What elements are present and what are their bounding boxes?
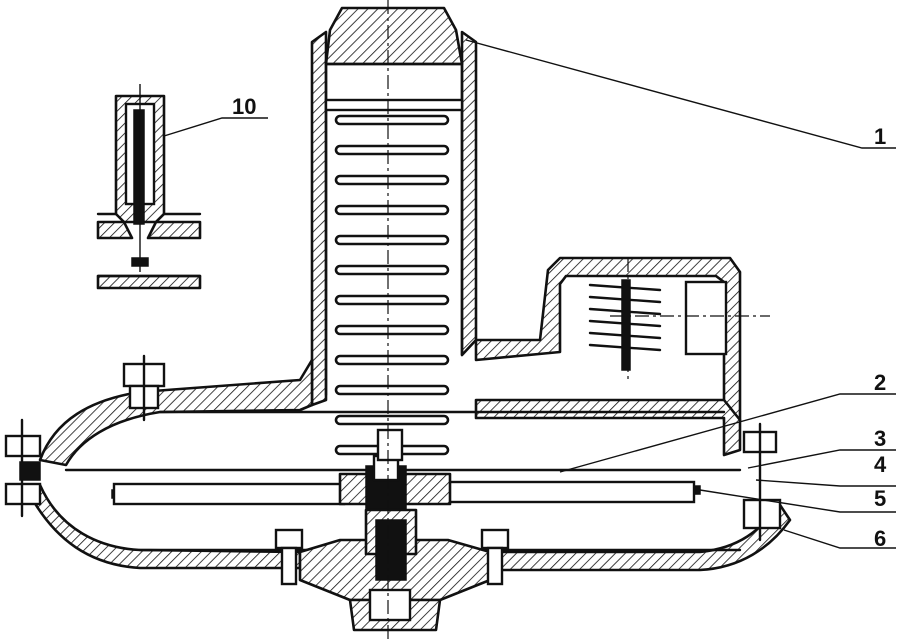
flange-bolt-left [4,418,42,518]
main-spring [334,114,450,456]
lower-studs [274,528,510,586]
inset-detail [96,84,202,290]
relief-valve-housing [474,256,770,422]
label-2: 2 [874,370,886,395]
leader-1 [465,39,896,149]
leader-10 [163,117,268,137]
relief-spring [588,279,662,371]
leader-2 [559,393,896,473]
label-1: 1 [874,124,886,149]
leader-6 [783,529,896,549]
diaphragm-assembly [64,454,742,511]
leader-4 [755,479,896,487]
label-4: 4 [874,452,887,477]
leader-lines [163,39,896,549]
upper-spring-seat [324,98,464,112]
label-5: 5 [874,486,886,511]
leader-3 [747,449,896,469]
label-10: 10 [232,94,256,119]
label-3: 3 [874,426,886,451]
flange-bolt-top [122,354,166,422]
flange-bolt-right [742,422,782,542]
label-6: 6 [874,526,886,551]
leader-5 [699,489,896,513]
valve-spindle [364,0,418,640]
adjusting-cap [324,6,464,66]
spring-bonnet [310,6,478,407]
